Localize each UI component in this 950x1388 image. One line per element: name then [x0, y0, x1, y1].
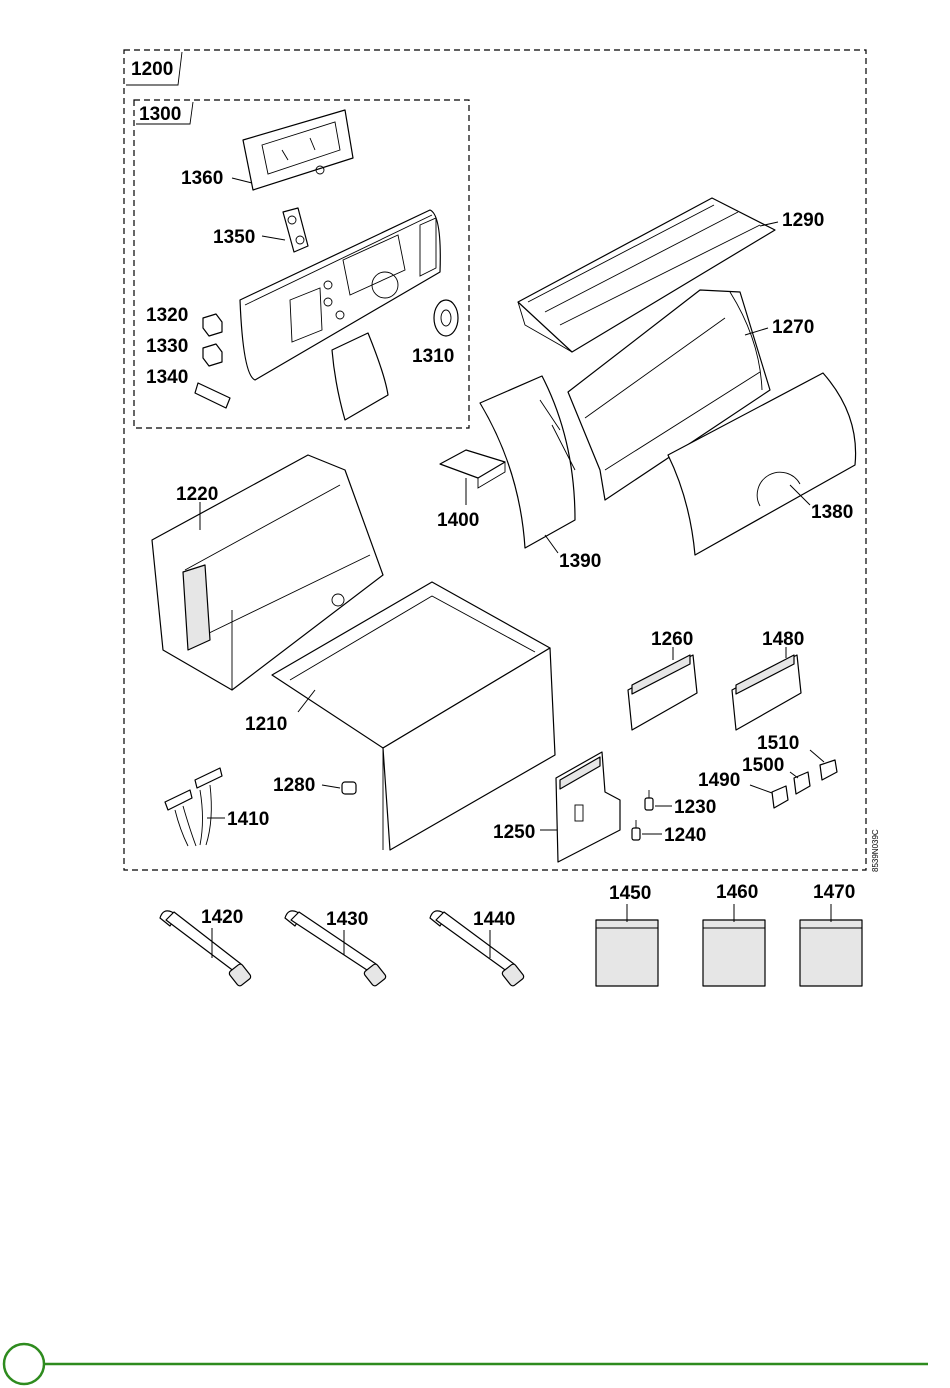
group-1300-label: 1300 — [139, 104, 181, 125]
label-1250: 1250 — [493, 822, 535, 843]
part-1450-parts-bag — [596, 904, 658, 986]
label-1440: 1440 — [473, 909, 515, 930]
label-1260: 1260 — [651, 629, 693, 650]
part-1400-plate — [440, 450, 505, 488]
part-1510-connector — [820, 760, 837, 780]
part-1330-switch — [203, 344, 222, 366]
part-1350-bracket — [283, 208, 308, 252]
label-1510: 1510 — [757, 733, 799, 754]
label-1480: 1480 — [762, 629, 804, 650]
part-1250-circuit-board — [556, 752, 620, 862]
label-1310: 1310 — [412, 346, 454, 367]
label-1470: 1470 — [813, 882, 855, 903]
label-1490: 1490 — [698, 770, 740, 791]
part-1320-switch — [203, 314, 222, 336]
part-panel-flap — [332, 333, 388, 420]
label-1420: 1420 — [201, 907, 243, 928]
part-1240-fuse — [632, 820, 640, 840]
label-1290: 1290 — [782, 210, 824, 231]
part-1480-circuit-board — [732, 655, 801, 730]
group-1200-label: 1200 — [131, 59, 173, 80]
part-1310-knob — [434, 300, 458, 336]
part-1490-connector — [772, 786, 788, 808]
label-1390: 1390 — [559, 551, 601, 572]
part-1230-fuse — [645, 790, 653, 810]
label-1320: 1320 — [146, 305, 188, 326]
label-1500: 1500 — [742, 755, 784, 776]
part-1280-connector — [342, 782, 356, 794]
label-1350: 1350 — [213, 227, 255, 248]
part-1340-fuse-holder — [195, 383, 230, 408]
label-1450: 1450 — [609, 883, 651, 904]
label-1400: 1400 — [437, 510, 479, 531]
label-1210: 1210 — [245, 714, 287, 735]
label-1380: 1380 — [811, 502, 853, 523]
page-number-circle — [4, 1344, 44, 1384]
label-1360: 1360 — [181, 168, 223, 189]
part-1460-parts-bag — [703, 904, 765, 986]
label-1220: 1220 — [176, 484, 218, 505]
part-1410-wire-harness — [165, 768, 222, 846]
label-1240: 1240 — [664, 825, 706, 846]
label-1410: 1410 — [227, 809, 269, 830]
label-1460: 1460 — [716, 882, 758, 903]
label-1270: 1270 — [772, 317, 814, 338]
drawing-code: 8539N039C — [871, 829, 880, 872]
part-1470-parts-bag — [800, 904, 862, 986]
part-1260-circuit-board — [628, 655, 697, 730]
part-1500-connector — [794, 772, 810, 794]
label-1230: 1230 — [674, 797, 716, 818]
label-1430: 1430 — [326, 909, 368, 930]
label-1330: 1330 — [146, 336, 188, 357]
label-1280: 1280 — [273, 775, 315, 796]
label-1340: 1340 — [146, 367, 188, 388]
part-1360-display-cover — [243, 110, 353, 190]
